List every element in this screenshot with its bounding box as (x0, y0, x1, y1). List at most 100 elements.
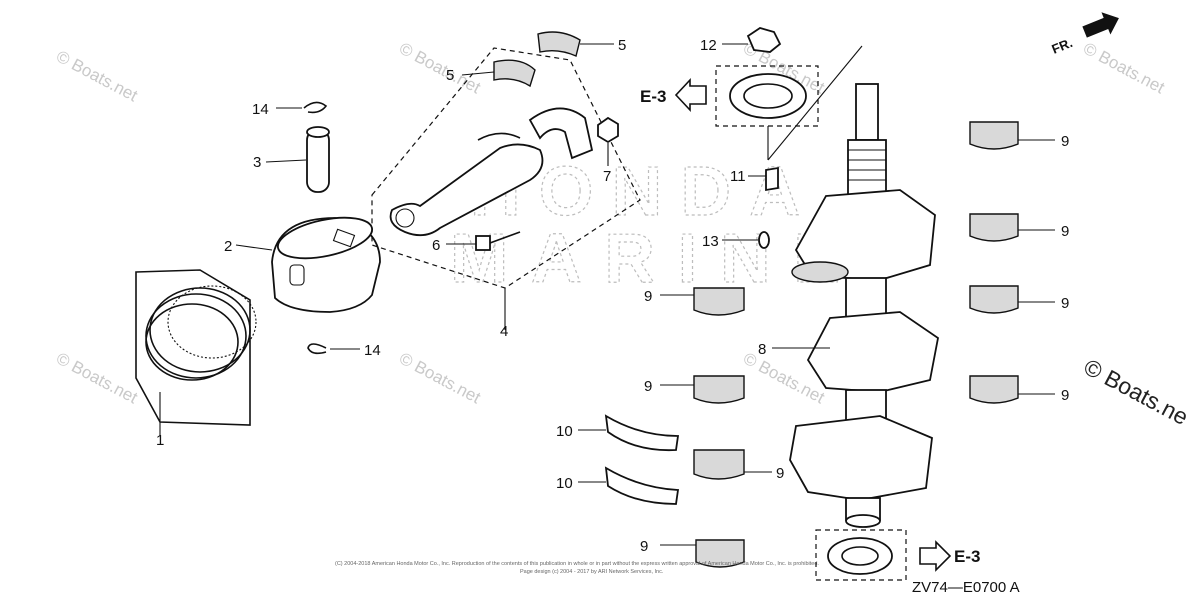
callout-2: 2 (224, 238, 232, 255)
callout-11: 11 (730, 168, 746, 185)
part-rod-bearing-upper (537, 31, 614, 57)
clip-icon (303, 101, 328, 114)
callout-8: 8 (758, 341, 766, 358)
callout-7: 7 (603, 168, 611, 185)
bearing-shell-icon (537, 31, 581, 57)
nut-icon (597, 116, 619, 144)
leader-line (265, 159, 307, 163)
part-main-bearing (660, 287, 745, 316)
watermark: © Boats.net (396, 39, 484, 98)
clip-icon (307, 343, 327, 355)
part-thrust-washer (578, 466, 680, 505)
washer-icon (604, 466, 680, 505)
seal-bore (743, 83, 793, 109)
bearing-shell-icon (693, 375, 745, 404)
brand-line-2: MARINE (450, 219, 840, 297)
part-crankshaft (767, 45, 939, 528)
rod-cap-icon (528, 107, 594, 160)
watermark: © Boats.net (396, 349, 484, 408)
part-rod-nut (597, 116, 619, 166)
part-main-bearing (660, 539, 745, 568)
callout-labels: 1 2 3 4 5 5 6 7 8 9 9 9 9 9 9 9 9 10 10 … (156, 37, 1069, 555)
pin-icon (758, 231, 770, 249)
ref-label: E-3 (640, 87, 666, 106)
crank-counterweight (789, 415, 933, 501)
part-main-bearing (660, 375, 745, 404)
part-upper-oil-seal (715, 65, 819, 160)
seal-bore (841, 546, 879, 566)
bearing-shell-icon (969, 285, 1019, 314)
bearing-shell-icon (695, 539, 745, 568)
part-piston (235, 216, 381, 313)
pin-body (306, 129, 330, 193)
callout-6: 6 (432, 237, 440, 254)
leader-line (461, 71, 495, 76)
connecting-rod (389, 143, 544, 237)
bearing-shell-icon (969, 121, 1019, 150)
callout-12: 12 (700, 37, 717, 54)
watermark-large: © Boats.ne (1080, 353, 1193, 430)
callout-5: 5 (618, 37, 626, 54)
part-piston-ring-set (135, 269, 257, 436)
key-icon (765, 166, 779, 192)
part-main-bearing (693, 449, 772, 480)
watermark: © Boats.net (53, 47, 141, 106)
callout-9: 9 (644, 378, 652, 395)
assembly-frame (371, 47, 641, 289)
ref-arrow-icon (674, 77, 707, 113)
part-woodruff-key (748, 166, 779, 192)
bearing-shell-icon (969, 375, 1019, 404)
callout-13: 13 (702, 233, 719, 250)
part-flywheel-nut (722, 27, 782, 53)
copyright-line: (C) 2004-2018 American Honda Motor Co., … (335, 561, 819, 567)
seal-icon (827, 537, 893, 575)
ref-arrow-icon (919, 540, 952, 572)
callout-9: 9 (1061, 387, 1069, 404)
part-rod-bearing-lower (461, 59, 536, 88)
front-direction-marker: FR. (1050, 12, 1119, 57)
part-main-bearing (969, 375, 1055, 404)
rod-cap-line (477, 132, 521, 141)
callout-9: 9 (640, 538, 648, 555)
bearing-shell-icon (493, 59, 536, 88)
seal-icon (729, 73, 807, 119)
callout-10: 10 (556, 423, 573, 440)
callout-9: 9 (1061, 133, 1069, 150)
callout-9: 9 (1061, 295, 1069, 312)
part-pin-clip-lower (307, 343, 360, 355)
callout-9: 9 (644, 288, 652, 305)
callout-9: 9 (1061, 223, 1069, 240)
ring-icon (167, 285, 257, 359)
seal-frame (815, 529, 907, 581)
callout-9: 9 (776, 465, 784, 482)
part-crank-pin (722, 231, 770, 249)
bearing-shell-icon (969, 213, 1019, 242)
callout-3: 3 (253, 154, 261, 171)
part-main-bearing (969, 121, 1055, 150)
rod-small-end (395, 208, 415, 228)
part-piston-pin (265, 126, 330, 193)
front-arrow-icon (1082, 12, 1119, 38)
nut-icon (746, 27, 782, 53)
leader-line (235, 244, 273, 251)
copyright-line: Page design (c) 2004 - 2017 by ARI Netwo… (520, 569, 664, 575)
crank-pin-journal (845, 277, 887, 319)
washer-icon (604, 414, 680, 452)
part-main-bearing (969, 285, 1055, 314)
crank-web (806, 311, 939, 393)
part-rod-cap (528, 107, 594, 160)
ring-set-frame (135, 269, 251, 426)
ring-icon (149, 287, 251, 373)
callout-14: 14 (252, 101, 269, 118)
crank-journal (791, 261, 849, 283)
part-main-bearing (969, 213, 1055, 242)
piston-mark (332, 228, 356, 248)
bearing-shell-icon (693, 287, 745, 316)
ref-e3-bottom: E-3 (919, 540, 980, 572)
crank-end-face (845, 514, 881, 528)
callout-10: 10 (556, 475, 573, 492)
pin-bore (289, 264, 305, 286)
part-thrust-washer (578, 414, 680, 452)
